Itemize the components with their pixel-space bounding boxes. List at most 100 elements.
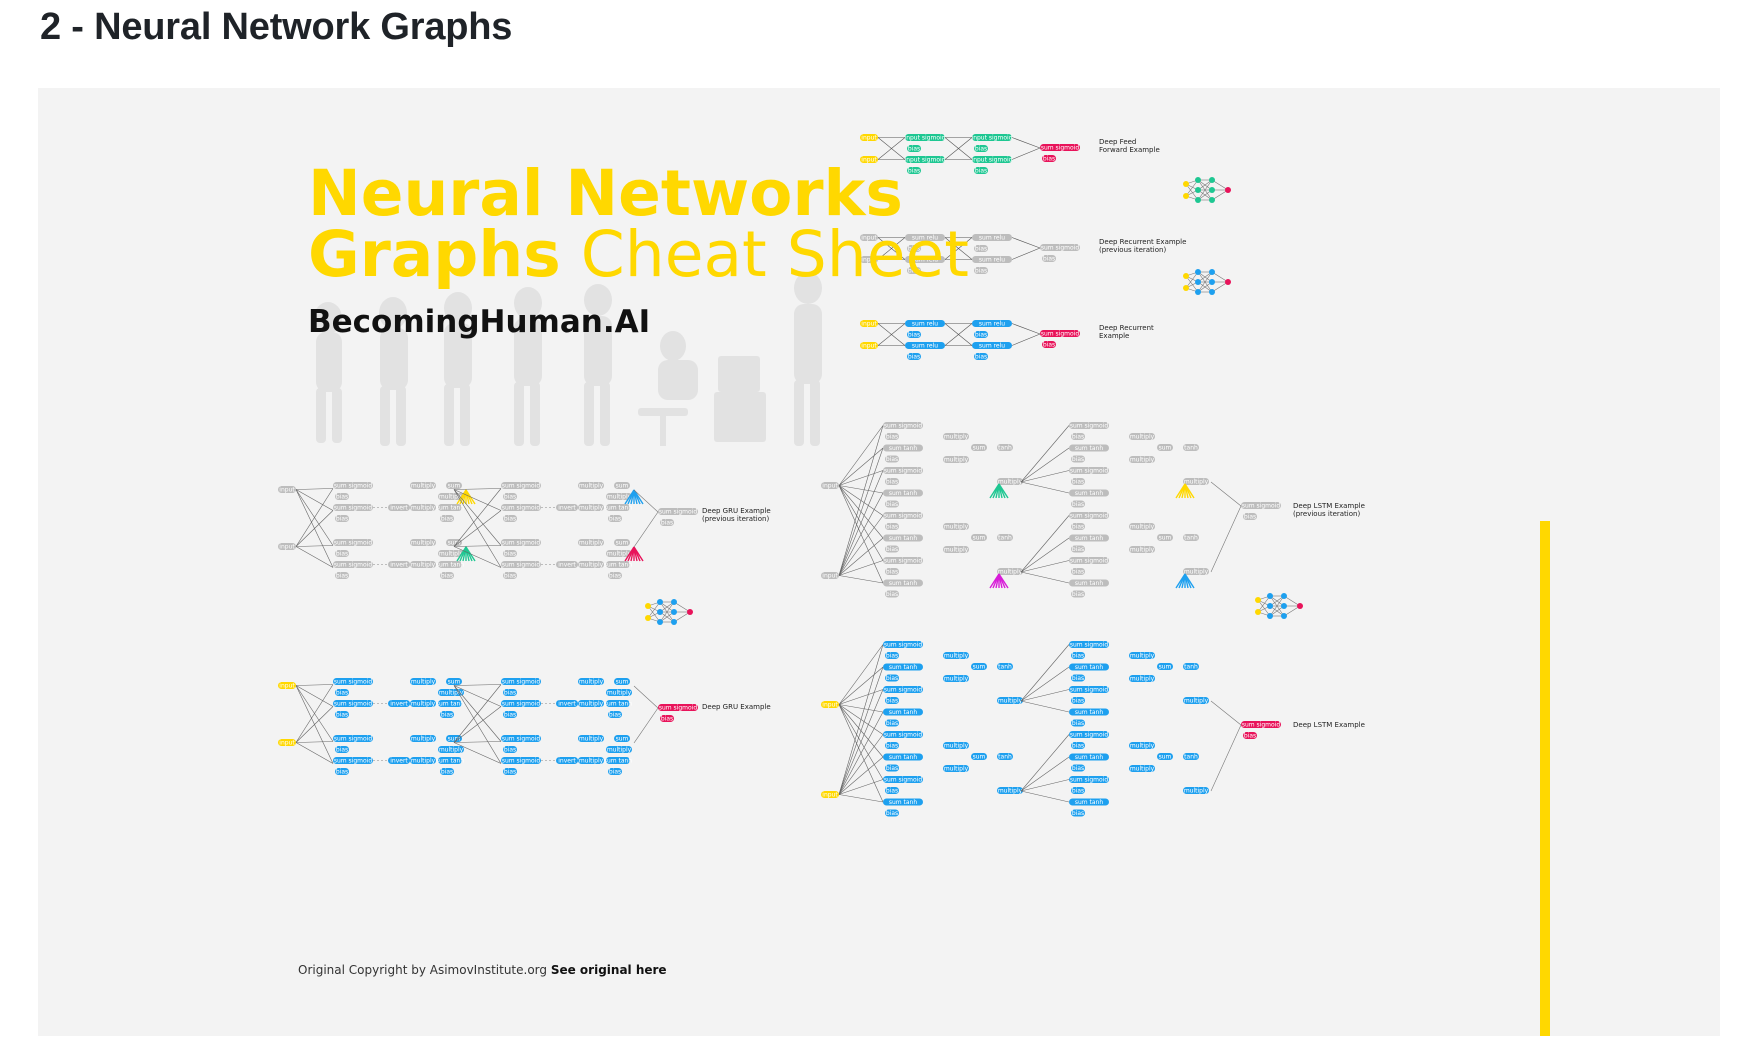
node-label: multiply <box>439 689 464 696</box>
node-pill <box>883 444 923 452</box>
node-label: input <box>279 682 295 689</box>
diagram-caption: Deep Recurrent Example <box>1099 238 1186 246</box>
edge <box>295 706 334 743</box>
node-pill <box>860 156 878 163</box>
node-label: multiply <box>411 482 436 489</box>
node-pill <box>660 519 674 526</box>
node-pill <box>943 546 969 553</box>
node-pill <box>883 776 923 783</box>
node-label: sum <box>973 753 986 760</box>
node-label: sum tanh <box>889 490 918 497</box>
node-label: sum sigmoid <box>502 757 540 764</box>
edge <box>295 545 334 547</box>
node-label: sum tanh <box>889 799 918 806</box>
edge <box>1020 689 1070 702</box>
node-label: sum sigmoid <box>1242 721 1280 728</box>
node-label: multiply <box>579 757 604 764</box>
edge <box>1197 271 1213 293</box>
node-label: multiply <box>411 735 436 742</box>
node-pill <box>885 719 899 727</box>
node-pill <box>905 234 945 241</box>
node-label: sum sigmoid <box>502 678 540 685</box>
node-pill <box>578 539 604 546</box>
node-pill <box>885 455 899 463</box>
edge <box>877 323 906 346</box>
node-label: input <box>861 134 877 141</box>
edge <box>1020 447 1070 483</box>
node-pill <box>1071 809 1085 817</box>
fan-edge <box>998 573 1009 589</box>
node-label: sum sigmoid <box>502 482 540 489</box>
icon-node <box>1195 289 1201 295</box>
node-label: sum relu <box>979 234 1005 241</box>
node-pill <box>1129 456 1155 463</box>
node-label: sum sigmoid <box>884 557 922 564</box>
icon-node <box>1195 269 1201 275</box>
node-label: bias <box>886 478 898 485</box>
node-pill <box>883 798 923 806</box>
node-pill <box>907 267 921 274</box>
node-pill <box>1157 753 1173 760</box>
node-pill <box>1042 155 1056 162</box>
node-pill <box>333 757 373 764</box>
node-label: tanh <box>998 663 1012 670</box>
node-pill <box>883 489 923 497</box>
node-label: sum sigmoid <box>502 539 540 546</box>
node-pill <box>1071 719 1085 727</box>
node-label: tanh <box>1184 753 1198 760</box>
edge <box>295 510 334 547</box>
node-label: multiply <box>579 482 604 489</box>
node-label: sum sigmoid <box>502 561 540 568</box>
node-label: multiply <box>439 493 464 500</box>
edge <box>838 689 884 705</box>
node-label: input <box>279 486 295 493</box>
node-pill <box>997 753 1013 760</box>
edge <box>838 560 884 576</box>
node-pill <box>1183 663 1199 670</box>
node-pill <box>1183 787 1209 794</box>
node-pill <box>1071 652 1085 659</box>
node-label: multiply <box>944 742 969 749</box>
edge <box>633 511 659 548</box>
see-original-link[interactable]: See original here <box>550 963 667 977</box>
node-label: bias <box>886 456 898 463</box>
diagram-caption: Deep Recurrent <box>1099 324 1154 332</box>
node-label: input <box>822 701 838 708</box>
node-pill <box>1042 341 1056 348</box>
node-label: multiply <box>1184 787 1209 794</box>
node-label: bias <box>886 787 898 794</box>
node-pill <box>606 504 630 511</box>
node-pill <box>335 768 349 775</box>
node-pill <box>971 534 987 541</box>
node-pill <box>503 515 517 522</box>
node-pill <box>438 561 462 568</box>
node-pill <box>578 757 604 764</box>
edge <box>1020 734 1070 792</box>
node-pill <box>278 739 296 746</box>
edge <box>453 489 502 511</box>
node-label: sum sigmoid <box>334 539 372 546</box>
icon-node <box>1255 609 1261 615</box>
node-pill <box>1183 568 1209 575</box>
node-pill <box>971 663 987 670</box>
edge <box>1210 505 1242 573</box>
network-icon-green <box>1183 177 1231 203</box>
node-label: sum sigmoid <box>884 512 922 519</box>
cheat-sheet-title: Neural Networks Graphs Cheat Sheet <box>308 162 969 286</box>
node-label: bias <box>908 331 920 338</box>
node-label: bias <box>661 519 673 526</box>
node-label: sum sigmoid <box>659 508 697 515</box>
node-label: invert <box>390 757 408 764</box>
node-pill <box>1069 641 1109 648</box>
node-label: bias <box>1043 255 1055 262</box>
node-pill <box>885 568 899 575</box>
node-label: sum tanh <box>1075 664 1104 671</box>
node-pill <box>658 508 698 515</box>
node-label: multiply <box>944 456 969 463</box>
node-label: bias <box>1072 523 1084 530</box>
node-pill <box>943 652 969 659</box>
node-label: tanh <box>998 534 1012 541</box>
edge <box>295 546 334 568</box>
diagram-caption: (previous iteration) <box>1293 510 1360 518</box>
